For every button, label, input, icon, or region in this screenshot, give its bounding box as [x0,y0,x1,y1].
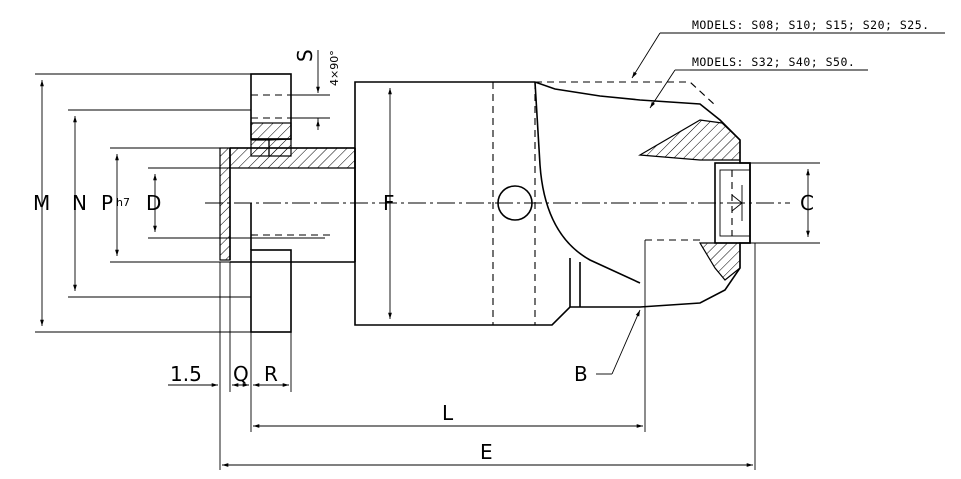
note-models-small [631,32,945,79]
dim-E [222,243,756,470]
label-R: R [264,362,278,386]
label-offset: 1.5 [170,362,202,386]
label-N: N [72,191,87,215]
note-models-large [649,69,868,109]
label-F: F [383,191,395,215]
note-models-large-text: MODELS: S32; S40; S50. [692,55,855,69]
label-E: E [480,440,493,464]
dim-P [110,147,230,263]
dim-N [68,109,251,298]
dim-bottom-left [168,262,292,470]
dim-L [253,240,646,432]
label-S: S [293,49,317,62]
note-models-small-text: MODELS: S08; S10; S15; S20; S25. [692,18,930,32]
main-body [354,81,820,326]
shaft [229,138,356,263]
label-D: D [146,191,161,215]
flange [219,73,330,333]
label-P-tolerance: h7 [116,196,130,209]
dim-M [35,73,251,333]
label-L: L [442,401,454,425]
dim-S [291,50,330,130]
dim-D [148,167,325,239]
label-B: B [574,362,588,386]
label-C: C [800,191,814,215]
label-P: P [101,191,113,215]
label-chamfer: 4×90° [328,50,341,86]
leader-B [596,309,641,375]
label-M: M [33,191,50,215]
label-Q: Q [233,362,249,386]
